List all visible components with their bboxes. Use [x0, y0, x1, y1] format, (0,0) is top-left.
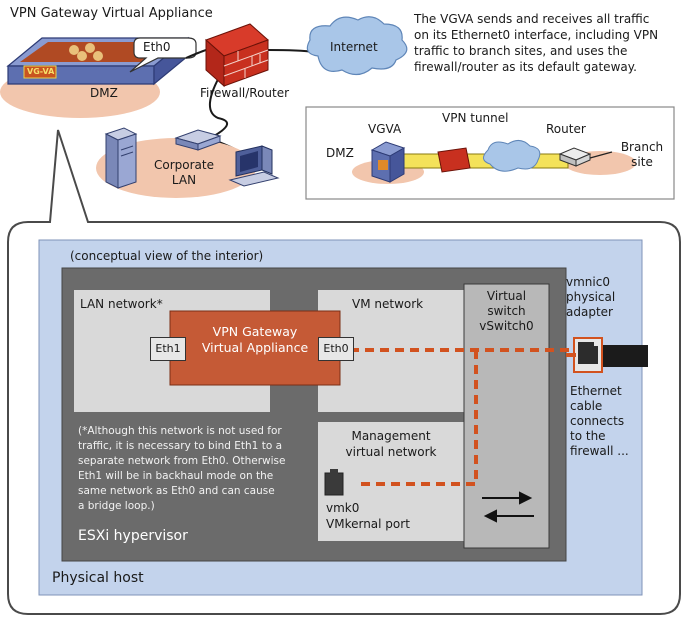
- vmnic-line1: vmnic0: [566, 275, 610, 289]
- firewall-small-icon: [437, 147, 471, 173]
- cable-note: Ethernet cable connects to the firewall …: [570, 384, 629, 459]
- vswitch-label: Virtual switch vSwitch0: [464, 289, 549, 334]
- vswitch-arrows-icon: [482, 491, 534, 523]
- tunnel-vgva-label: VGVA: [368, 122, 402, 136]
- tunnel-dmz-label: DMZ: [326, 146, 354, 160]
- footnote-line: traffic, it is necessary to bind Eth1 to…: [78, 440, 283, 452]
- cable-note-line: to the: [570, 429, 606, 443]
- vmnic-label: vmnic0 physical adapter: [566, 275, 615, 320]
- vmk-port-icon: [324, 472, 344, 496]
- tunnel-title: VPN tunnel: [442, 111, 509, 125]
- appliance-line2: Virtual Appliance: [201, 340, 309, 355]
- eth1-label: Eth1: [155, 342, 181, 355]
- vswitch-line3: vSwitch0: [479, 319, 534, 333]
- footnote: (*Although this network is not used for …: [78, 424, 285, 514]
- footnote-line: separate network from Eth0. Otherwise: [78, 455, 286, 467]
- internet-label: Internet: [330, 40, 378, 54]
- workstation-icon: [228, 145, 280, 187]
- firewall-icon: [205, 23, 269, 88]
- eth0-port: Eth0: [318, 337, 354, 361]
- branch-site-label: Branch site: [614, 140, 670, 170]
- tunnel-router-label: Router: [546, 122, 586, 136]
- cable-note-line: firewall ...: [570, 444, 629, 458]
- description-line: The VGVA sends and receives all traffic: [414, 12, 650, 26]
- appliance-line1: VPN Gateway: [212, 324, 298, 339]
- vmk-line2: VMkernal port: [326, 517, 410, 531]
- eth0-callout-label: Eth0: [143, 40, 171, 54]
- internet-cloud-icon: [306, 16, 408, 76]
- management-network-label: Management virtual network: [318, 428, 464, 460]
- appliance-box: [169, 310, 341, 386]
- internet-small-icon: [483, 140, 541, 172]
- cable-note-line: cable: [570, 399, 603, 413]
- vmk-line1: vmk0: [326, 501, 360, 515]
- vgva-small-icon: [370, 141, 406, 183]
- corporate-lan-line1: Corporate: [154, 158, 214, 172]
- conceptual-view-label: (conceptual view of the interior): [70, 249, 264, 263]
- appliance-title: VPN Gateway Virtual Appliance: [10, 6, 213, 21]
- cable-note-line: connects: [570, 414, 625, 428]
- description-line: firewall/router as its default gateway.: [414, 60, 637, 74]
- branch-line1: Branch: [620, 140, 664, 154]
- vmk-port-label: vmk0 VMkernal port: [326, 500, 410, 532]
- vswitch-box: [463, 283, 550, 549]
- footnote-line: same network as Eth0 and can cause: [78, 485, 275, 497]
- vmnic-line2: physical: [566, 290, 616, 304]
- description-line: traffic to branch sites, and uses the: [414, 44, 628, 58]
- eth1-port: Eth1: [150, 337, 186, 361]
- eth0-callout-bubble: [129, 37, 197, 73]
- physical-host-label: Physical host: [52, 570, 144, 586]
- corporate-lan-label: Corporate LAN: [148, 158, 220, 188]
- dashed-links: [350, 348, 580, 486]
- router-icon: [558, 147, 592, 167]
- vmnic-line3: adapter: [566, 305, 613, 319]
- corporate-lan-line2: LAN: [171, 173, 197, 187]
- appliance-badge: VG-VA: [27, 67, 55, 76]
- firewall-router-label: Firewall/Router: [200, 86, 290, 100]
- cable-note-line: Ethernet: [570, 384, 622, 398]
- server-icon: [104, 127, 138, 189]
- dmz-label: DMZ: [90, 86, 118, 100]
- footnote-line: a bridge loop.): [78, 500, 155, 512]
- vm-network-label: VM network: [352, 297, 424, 311]
- footnote-line: Eth1 will be in backhaul mode on the: [78, 470, 274, 482]
- eth0-label: Eth0: [323, 342, 349, 355]
- mgmt-line2: virtual network: [345, 445, 437, 459]
- vswitch-line1: Virtual: [486, 289, 527, 303]
- vswitch-line2: switch: [487, 304, 526, 318]
- lan-network-label: LAN network*: [80, 297, 163, 311]
- top-description: The VGVA sends and receives all traffic …: [414, 11, 658, 75]
- vpn-tunnel-tube: [397, 153, 569, 169]
- network-hub-icon: [174, 129, 222, 151]
- description-line: on its Ethernet0 interface, including VP…: [414, 28, 659, 42]
- mgmt-line1: Management: [351, 429, 431, 443]
- esxi-label: ESXi hypervisor: [78, 528, 188, 544]
- footnote-line: (*Although this network is not used for: [78, 425, 282, 437]
- appliance-label: VPN Gateway Virtual Appliance: [170, 324, 340, 356]
- ethernet-cable-icon: [594, 345, 648, 367]
- branch-line2: site: [631, 155, 653, 169]
